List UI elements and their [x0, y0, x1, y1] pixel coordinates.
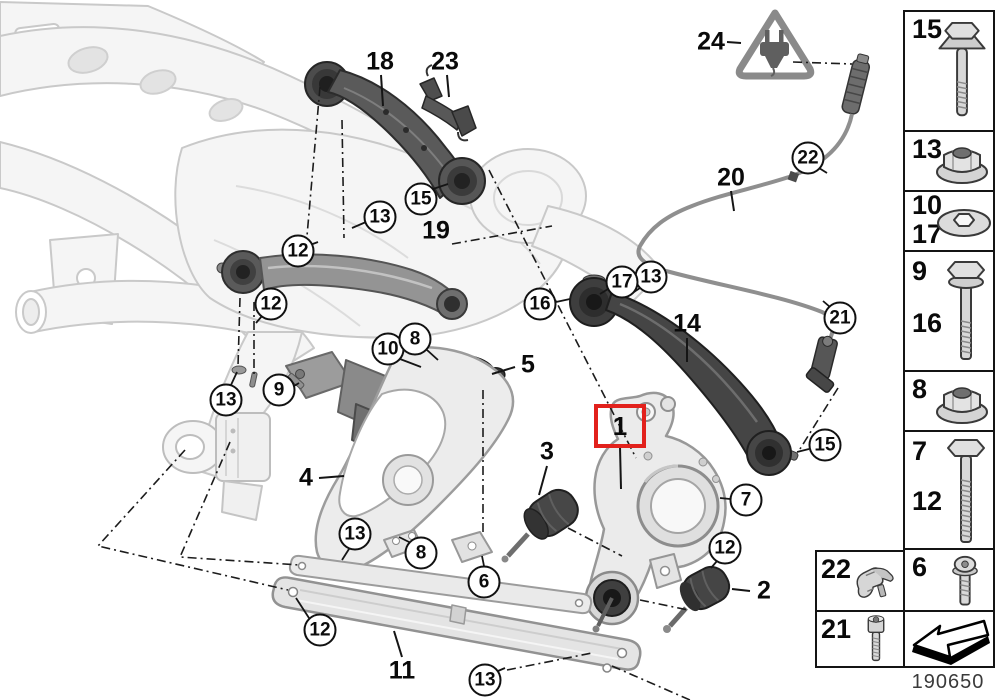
legend-cell-22[interactable]: 22 [815, 550, 905, 612]
callout-19[interactable]: 19 [422, 216, 450, 245]
legend-cell-8[interactable]: 8 [903, 370, 995, 432]
legend-number: 6 [912, 552, 928, 582]
part-rubber-bushing-2[interactable] [663, 561, 735, 633]
part-track-rod[interactable] [569, 274, 799, 476]
callout-circled-16[interactable]: 16 [523, 287, 557, 321]
flange-nut-icon [936, 387, 988, 424]
callout-circled-17[interactable]: 17 [605, 265, 639, 299]
direction-of-travel-arrow-icon [912, 619, 990, 665]
torx-screw-icon [952, 555, 978, 606]
callout-20[interactable]: 20 [717, 163, 745, 192]
legend-cell-15[interactable]: 15 [903, 10, 995, 132]
legend-cell-7-12[interactable]: 7 12 [903, 430, 995, 550]
callout-circled-7[interactable]: 7 [729, 483, 763, 517]
callout-23[interactable]: 23 [431, 47, 459, 76]
legend-cell-13[interactable]: 13 [903, 130, 995, 192]
socket-head-screw-icon [867, 615, 885, 662]
legend-number: 10 [912, 190, 943, 220]
flange-bolt-long-icon [947, 261, 985, 360]
callout-2[interactable]: 2 [757, 576, 771, 605]
callout-circled-15-a[interactable]: 15 [404, 182, 438, 216]
callout-circled-13-d[interactable]: 13 [338, 517, 372, 551]
legend-cell-6[interactable]: 6 [903, 548, 995, 612]
callout-circled-15-b[interactable]: 15 [808, 428, 842, 462]
hex-bolt-long-icon [947, 439, 985, 543]
legend-number: 13 [912, 134, 943, 164]
part-camber-arm[interactable] [216, 250, 468, 389]
callout-circled-21[interactable]: 21 [823, 301, 857, 335]
callout-circled-12-b[interactable]: 12 [254, 287, 288, 321]
callout-3[interactable]: 3 [540, 437, 554, 466]
callout-circled-9[interactable]: 9 [262, 373, 296, 407]
callout-4[interactable]: 4 [299, 463, 313, 492]
callout-circled-8-b[interactable]: 8 [404, 536, 438, 570]
callout-circled-12-a[interactable]: 12 [281, 234, 315, 268]
highlighted-callout-1[interactable]: 1 [594, 404, 646, 448]
part-wheel-carrier[interactable] [584, 391, 727, 633]
part-rubber-bushing-3[interactable] [501, 483, 585, 563]
flange-head-bolt-icon [938, 21, 986, 117]
electrical-warning-triangle-icon [735, 9, 815, 80]
part-abs-sensor-cable[interactable] [636, 53, 872, 394]
legend-number: 15 [912, 14, 943, 44]
callout-circled-8-a[interactable]: 8 [398, 322, 432, 356]
callout-18[interactable]: 18 [366, 47, 394, 76]
callout-14[interactable]: 14 [673, 309, 701, 338]
callout-circled-13-c[interactable]: 13 [209, 383, 243, 417]
spring-clip-icon [856, 567, 894, 598]
callout-circled-13-b[interactable]: 13 [634, 260, 668, 294]
diagram-number: 190650 [911, 671, 985, 693]
reference-lines [96, 61, 853, 700]
legend-cell-10-17[interactable]: 10 17 [903, 190, 995, 252]
callout-circled-6[interactable]: 6 [467, 565, 501, 599]
callout-24[interactable]: 24 [697, 27, 725, 56]
legend-number: 12 [912, 486, 943, 516]
legend-number: 17 [912, 219, 943, 249]
callout-leader-lines [230, 167, 831, 672]
callout-5[interactable]: 5 [521, 350, 535, 379]
legend-cell-21[interactable]: 21 [815, 610, 905, 668]
legend-number: 22 [821, 554, 852, 584]
callout-circled-13-e[interactable]: 13 [468, 663, 502, 697]
callout-circled-12-d[interactable]: 12 [303, 613, 337, 647]
callout-circled-22[interactable]: 22 [791, 141, 825, 175]
leader-lines [318, 41, 751, 658]
legend-cell-arrow[interactable] [903, 610, 995, 668]
washer-icon [937, 209, 991, 237]
legend-number: 9 [912, 256, 928, 286]
legend-cell-9-16[interactable]: 9 16 [903, 250, 995, 372]
callout-11[interactable]: 11 [388, 656, 416, 685]
part-pressure-strut[interactable] [271, 554, 642, 673]
part-retaining-bracket[interactable] [419, 64, 477, 142]
part-upper-wishbone[interactable] [304, 61, 486, 205]
flange-nut-icon [936, 147, 988, 184]
callout-circled-12-c[interactable]: 12 [708, 531, 742, 565]
legend-number: 8 [912, 374, 928, 404]
legend-number: 16 [912, 308, 943, 338]
callout-circled-13-a[interactable]: 13 [363, 200, 397, 234]
legend-number: 7 [912, 436, 928, 466]
legend-number: 21 [821, 614, 852, 644]
part-trailing-arm[interactable] [314, 346, 515, 572]
